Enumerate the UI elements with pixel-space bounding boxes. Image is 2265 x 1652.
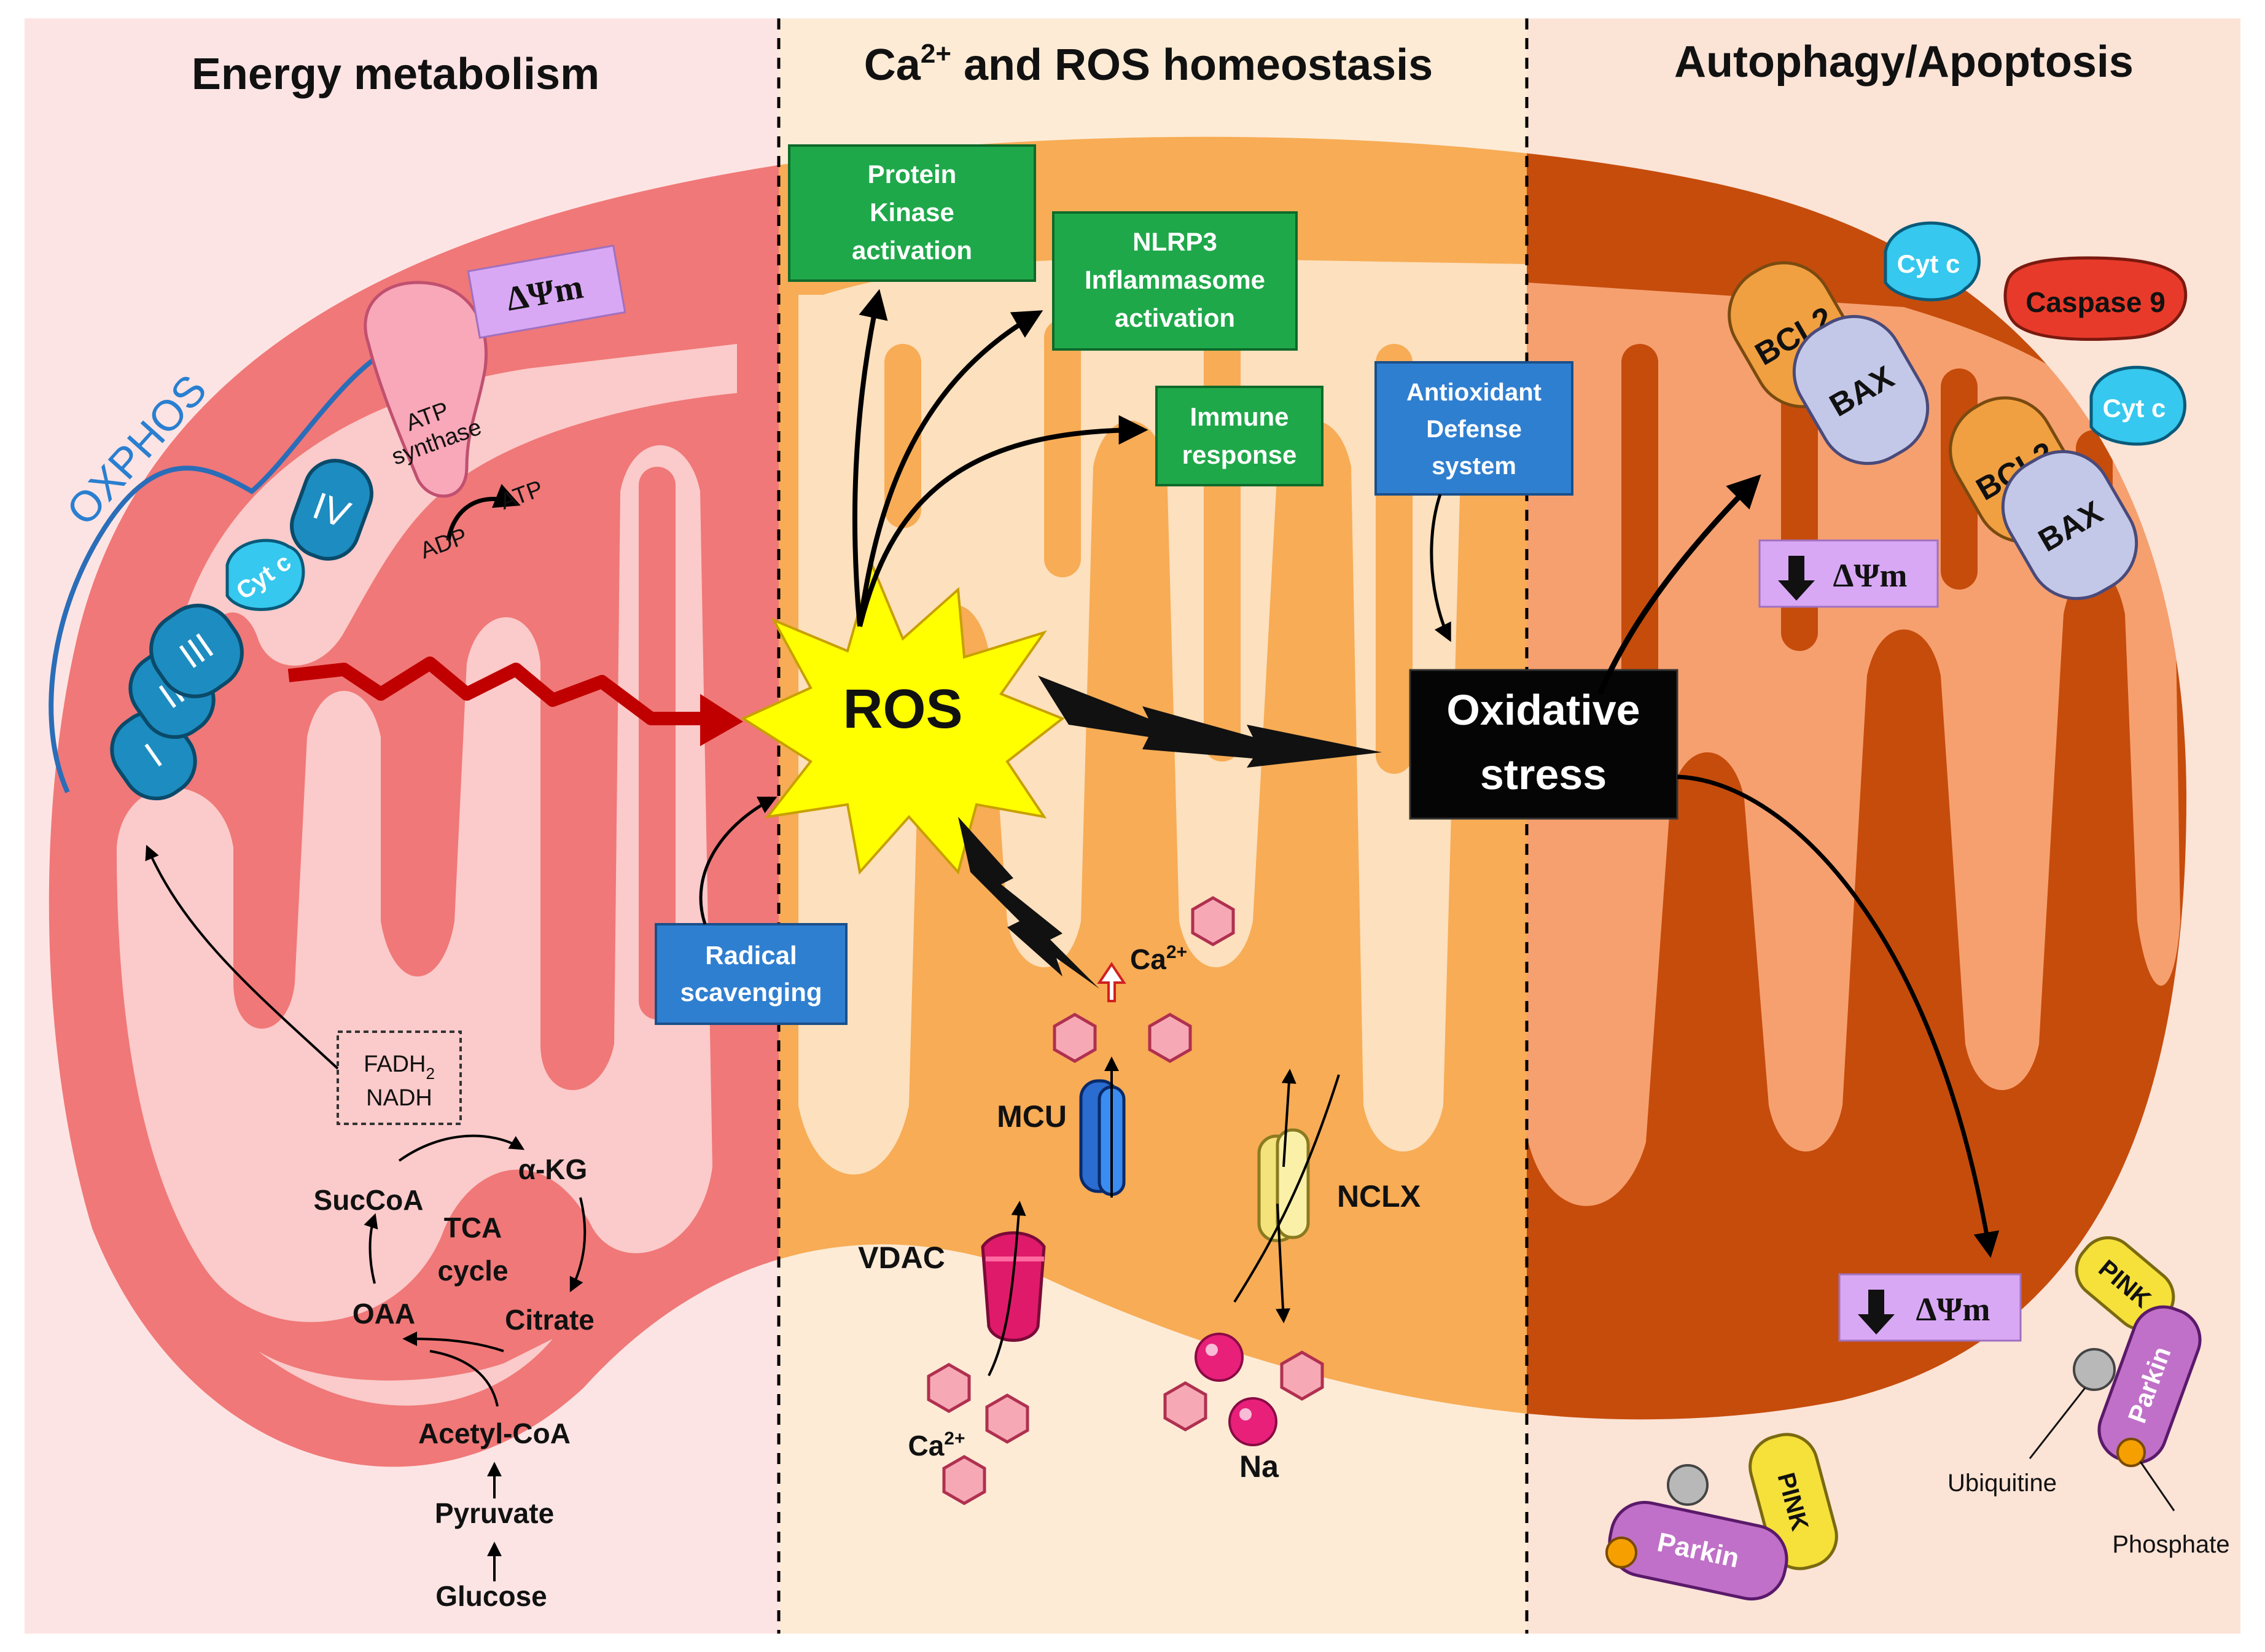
delta-psi-left: ΔΨm xyxy=(467,244,626,339)
ubiquitin-ball xyxy=(1667,1464,1709,1506)
ca-ion xyxy=(929,1365,969,1411)
nclx-label: NCLX xyxy=(1337,1179,1421,1214)
ca-ion xyxy=(944,1457,984,1503)
svg-text:Protein: Protein xyxy=(868,160,957,189)
svg-text:Cyt c: Cyt c xyxy=(1897,249,1960,278)
svg-text:activation: activation xyxy=(1115,303,1235,332)
na-ion xyxy=(1228,1397,1277,1446)
nlrp3-box: NLRP3 Inflammasome activation xyxy=(1052,211,1298,351)
radical-line1: Radical xyxy=(705,941,797,970)
nadh-label: NADH xyxy=(366,1085,432,1111)
radical-to-ros-arrow xyxy=(699,797,778,925)
antioxidant-box: Antioxidant Defense system xyxy=(1374,361,1573,496)
oxidative-line1: Oxidative xyxy=(1446,686,1640,734)
ca-ion xyxy=(1193,898,1233,945)
svg-text:Defense: Defense xyxy=(1426,416,1522,443)
ca-bottom-label: Ca2+ xyxy=(908,1428,965,1462)
na-label: Na xyxy=(1239,1449,1279,1484)
oxphos-group: OXPHOS I II III Cyt c IV ATPsynthase ADP… xyxy=(49,244,848,1612)
stress-to-pink-arrow xyxy=(1677,774,2000,1258)
complex-4: IV xyxy=(290,459,373,561)
pink-parkin-complex-1: PINK Parkin xyxy=(2029,1236,2202,1511)
delta-psi-down-2: ΔΨm xyxy=(1838,1273,2022,1342)
ca-ion xyxy=(1165,1383,1206,1430)
ca-ion xyxy=(1150,1015,1190,1061)
ubiquitine-label: Ubiquitine xyxy=(1947,1470,2057,1497)
nadh-to-oxphos-arrow xyxy=(145,844,339,1070)
ca-up-label: Ca2+ xyxy=(1130,942,1187,975)
ca-ion xyxy=(987,1395,1027,1442)
panel-title-left: Energy metabolism xyxy=(192,50,599,99)
atp-synthase: ATPsynthase xyxy=(364,281,488,498)
svg-text:activation: activation xyxy=(852,236,972,265)
svg-text:Antioxidant: Antioxidant xyxy=(1406,379,1542,406)
radical-scavenging-box: Radical scavenging xyxy=(655,923,848,1025)
phosphate-ball xyxy=(2116,1438,2146,1467)
oxidative-line2: stress xyxy=(1480,750,1607,798)
panel-title-middle: Ca2+ and ROS homeostasis xyxy=(864,39,1433,90)
acetyl-coa-label: Acetyl-CoA xyxy=(418,1417,571,1449)
ca-ion xyxy=(1282,1352,1322,1399)
ubiquitin-ball xyxy=(2073,1348,2116,1391)
cyt-c-left: Cyt c xyxy=(225,539,305,611)
ca-up-arrow xyxy=(1097,962,1126,1002)
immune-response-box: Immune response xyxy=(1155,386,1324,486)
mcu-label: MCU xyxy=(997,1099,1067,1134)
fadh2-label: FADH2 xyxy=(364,1051,435,1083)
ros-to-kinase-arrow xyxy=(852,289,888,627)
na-ion xyxy=(1195,1333,1244,1382)
bcl2-bax-complex-1: BCL2 BAX Cyt c xyxy=(1728,221,1981,466)
pink-parkin-complex-2: PINK Parkin xyxy=(1605,1433,1838,1601)
antioxidant-to-stress-arrow xyxy=(1430,494,1451,642)
ros-wave-arrow xyxy=(287,657,700,725)
down-arrow-icon xyxy=(1778,556,1815,601)
vdac-channel xyxy=(981,1201,1046,1376)
svg-text:system: system xyxy=(1432,453,1516,480)
complex-3: III xyxy=(149,604,244,698)
stress-to-bcl2-arrow xyxy=(1597,474,1761,695)
ros-star: ROS xyxy=(740,561,1065,875)
glucose-label: Glucose xyxy=(435,1580,547,1612)
mcu-channel xyxy=(1079,1056,1126,1198)
svg-text:ΔΨm: ΔΨm xyxy=(1916,1291,1990,1328)
protein-kinase-box: Protein Kinase activation xyxy=(788,144,1036,282)
oaa-label: OAA xyxy=(353,1298,415,1330)
svg-text:ΔΨm: ΔΨm xyxy=(1833,557,1908,594)
svg-text:Immune: Immune xyxy=(1190,402,1288,431)
ros-to-immune-arrow xyxy=(857,415,1148,627)
delta-psi-down-1: ΔΨm xyxy=(1758,539,1939,608)
fadh2-nadh-box: FADH2 NADH xyxy=(337,1031,462,1125)
svg-text:Inflammasome: Inflammasome xyxy=(1085,265,1265,294)
phosphate-label: Phosphate xyxy=(2112,1531,2229,1558)
svg-text:NLRP3: NLRP3 xyxy=(1132,227,1217,256)
svg-text:Cyt c: Cyt c xyxy=(2103,394,2166,423)
citrate-label: Citrate xyxy=(505,1304,595,1336)
pyruvate-label: Pyruvate xyxy=(435,1497,554,1529)
ros-wave-arrowhead xyxy=(700,694,743,746)
lightning-ros-stress xyxy=(1038,676,1382,768)
lightning-ca-ros xyxy=(958,817,1099,989)
adp-atp-arrow xyxy=(446,484,521,541)
radical-line2: scavenging xyxy=(680,978,822,1007)
akg-label: α-KG xyxy=(518,1153,588,1185)
ca-ion xyxy=(1055,1015,1095,1061)
ros-label: ROS xyxy=(843,679,962,740)
down-arrow-icon xyxy=(1858,1290,1895,1334)
svg-text:response: response xyxy=(1182,440,1297,469)
nclx-channel xyxy=(1233,1069,1340,1323)
ros-to-nlrp3-arrow xyxy=(857,310,1043,627)
panel-title-right: Autophagy/Apoptosis xyxy=(1674,37,2134,87)
succoa-label: SucCoA xyxy=(314,1184,424,1216)
svg-text:Caspase 9: Caspase 9 xyxy=(2025,286,2166,318)
bcl2-bax-complex-2: BCL2 BAX Cyt c xyxy=(1949,365,2186,601)
oxidative-stress-box: Oxidative stress xyxy=(1409,669,1678,820)
svg-text:Kinase: Kinase xyxy=(870,198,954,227)
caspase9: Caspase 9 xyxy=(2003,256,2188,341)
vdac-label: VDAC xyxy=(858,1241,945,1275)
phosphate-ball xyxy=(1605,1537,1637,1568)
